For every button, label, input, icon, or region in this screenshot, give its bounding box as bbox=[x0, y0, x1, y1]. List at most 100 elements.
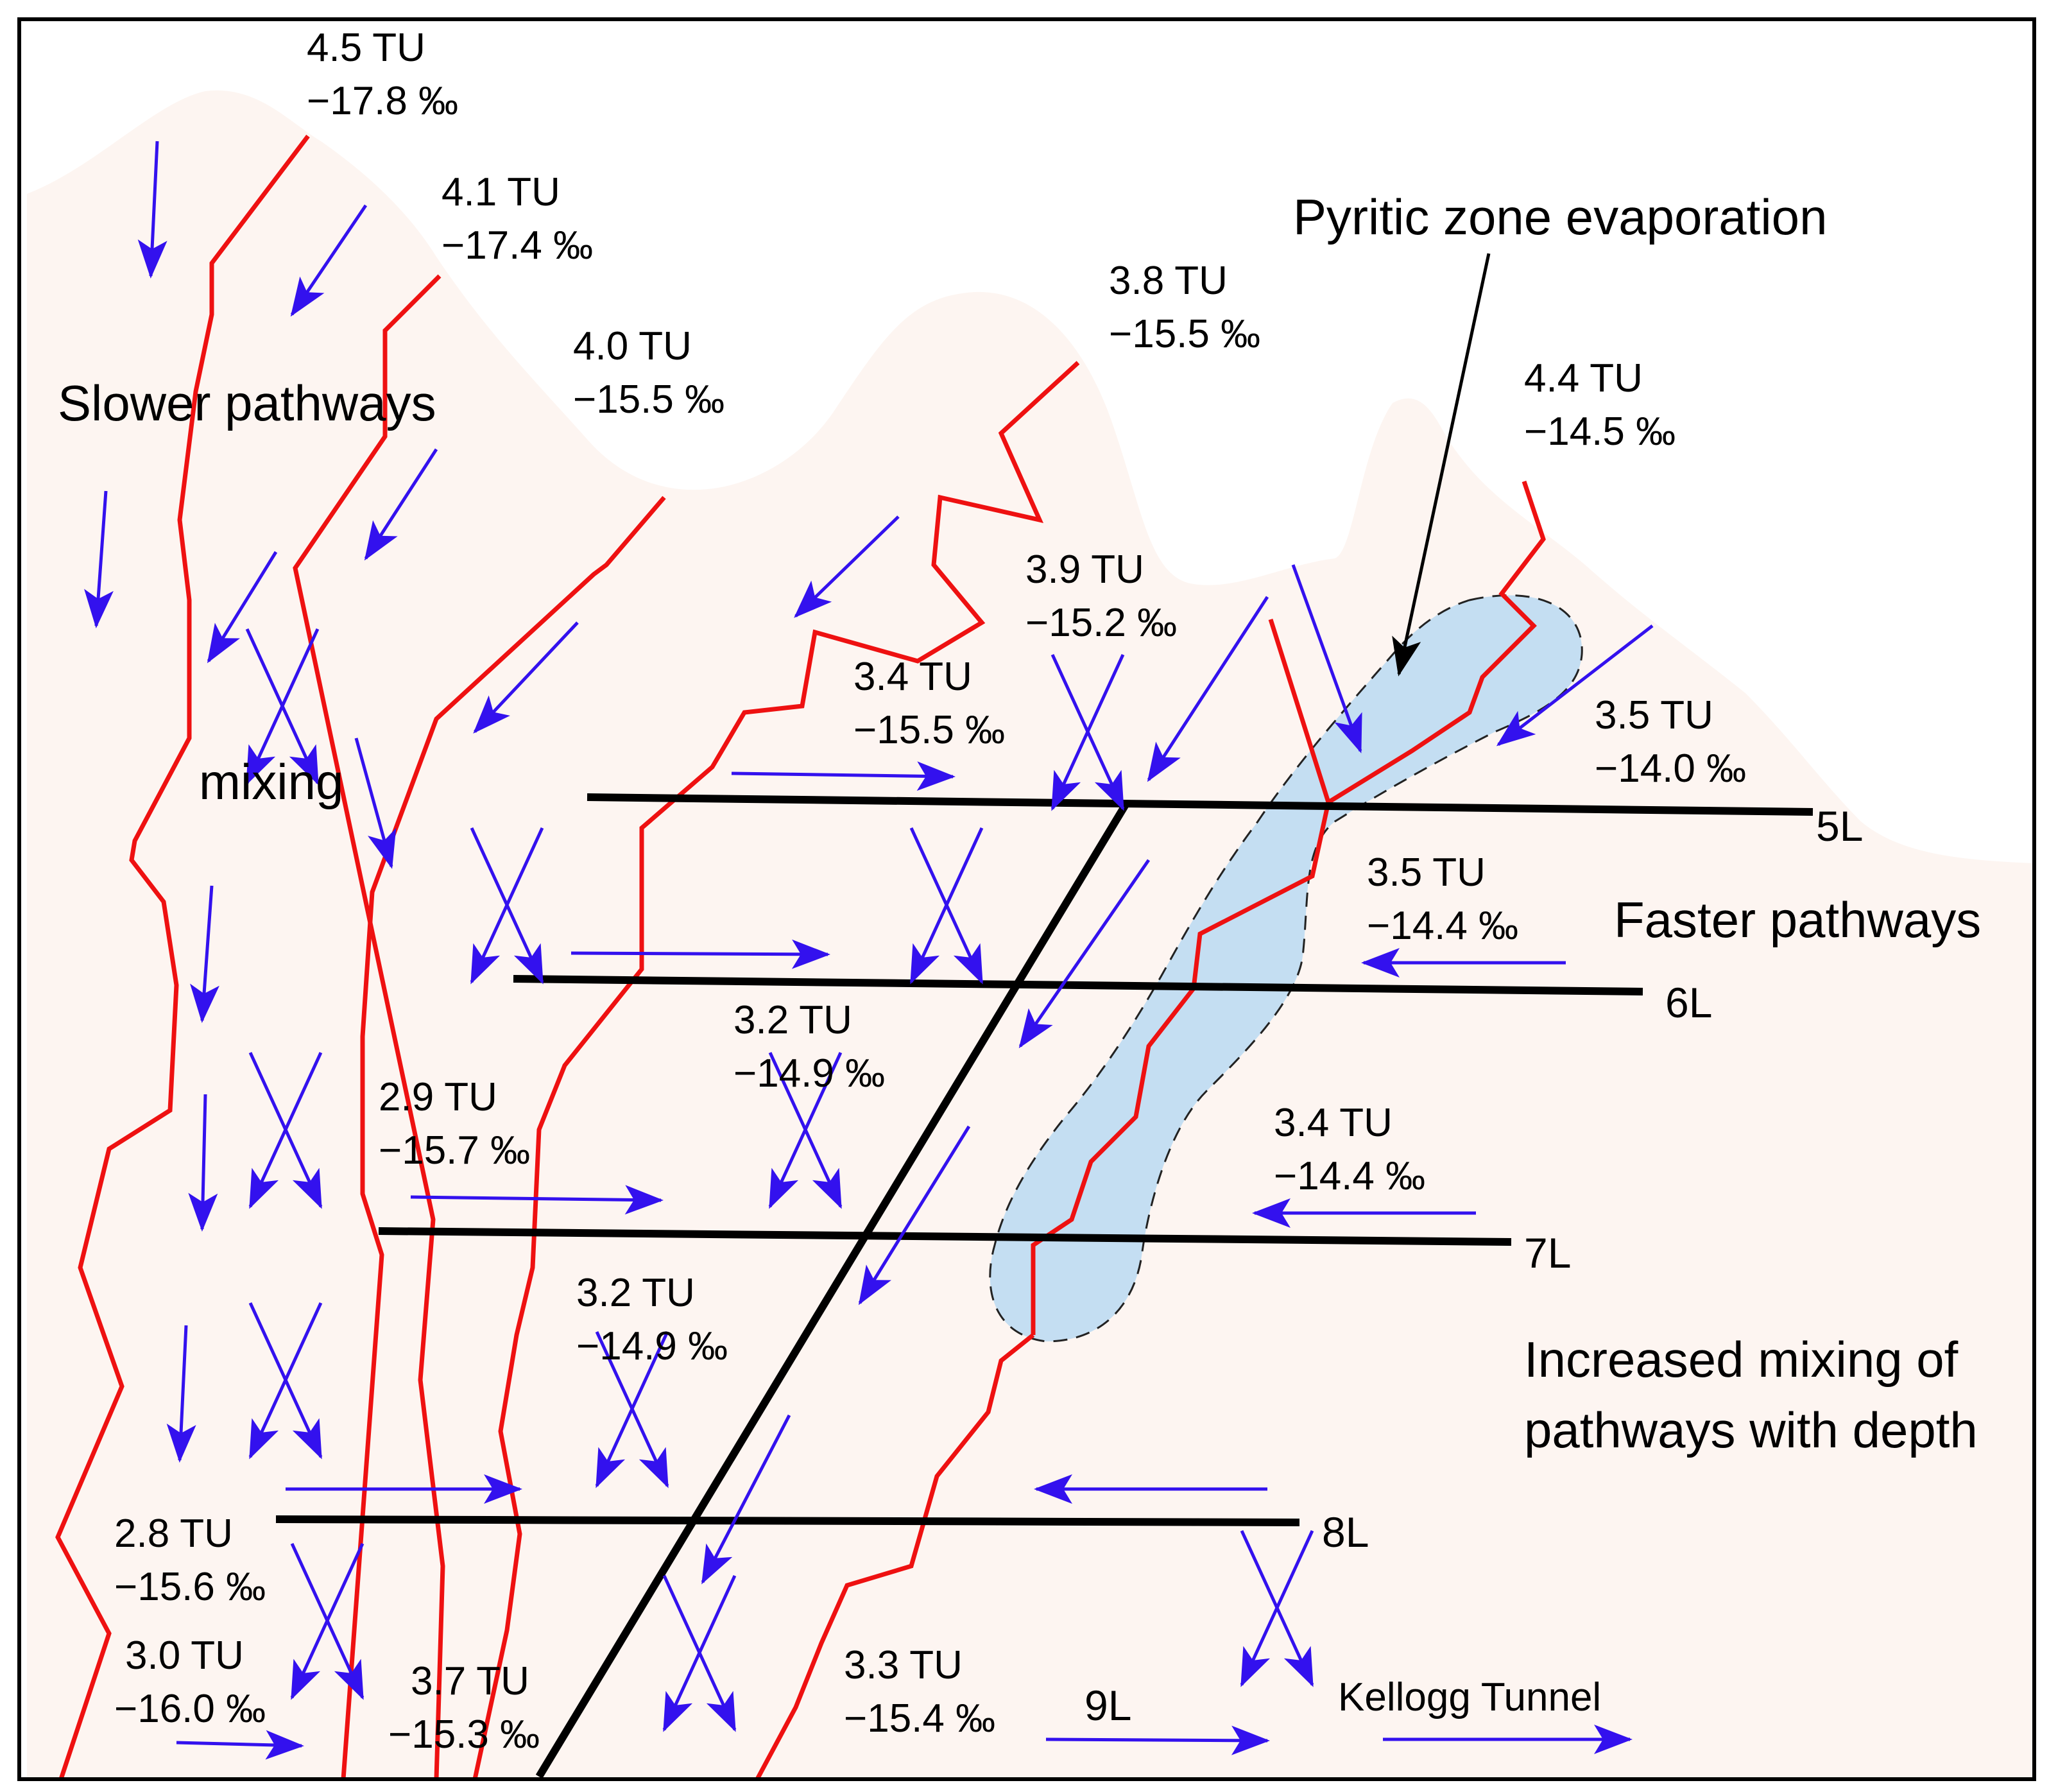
svg-text:−14.9 ‰: −14.9 ‰ bbox=[733, 1051, 885, 1096]
level-label-5L: 5L bbox=[1816, 802, 1863, 850]
flow-arrow bbox=[731, 761, 956, 791]
sample-2.8TU: 2.8 TU −15.6 ‰ bbox=[114, 1512, 266, 1609]
svg-text:3.4 TU: 3.4 TU bbox=[1274, 1101, 1393, 1145]
increased-mixing-label-line2: pathways with depth bbox=[1524, 1402, 1978, 1458]
flow-arrow bbox=[188, 1094, 218, 1232]
svg-text:−14.5 ‰: −14.5 ‰ bbox=[1524, 409, 1676, 454]
mixing-arrow bbox=[1240, 1529, 1314, 1687]
svg-text:−15.7 ‰: −15.7 ‰ bbox=[379, 1128, 530, 1173]
svg-text:3.3 TU: 3.3 TU bbox=[844, 1643, 963, 1687]
mixing-arrow-pairs bbox=[245, 628, 1314, 1732]
sample-3.5TU-lower: 3.5 TU−14.4 ‰ bbox=[1367, 850, 1518, 948]
svg-text:−15.5 ‰: −15.5 ‰ bbox=[853, 708, 1005, 752]
svg-text:−15.4 ‰: −15.4 ‰ bbox=[844, 1696, 995, 1741]
fractures bbox=[55, 134, 1546, 1780]
svg-text:4.1 TU: 4.1 TU bbox=[442, 170, 560, 214]
fracture-1 bbox=[55, 134, 310, 1780]
sample-3.2TU-upper: 3.2 TU −14.9 ‰ bbox=[733, 998, 885, 1096]
fracture-6 bbox=[1031, 618, 1331, 1335]
flow-arrow bbox=[1147, 596, 1269, 782]
svg-text:−15.2 ‰: −15.2 ‰ bbox=[1025, 601, 1177, 645]
svg-text:−15.5 ‰: −15.5 ‰ bbox=[573, 377, 724, 422]
mixing-arrow bbox=[248, 1302, 323, 1460]
fracture-5 bbox=[1327, 480, 1546, 804]
figure-frame bbox=[17, 17, 2036, 1781]
flow-arrow bbox=[858, 1125, 971, 1305]
sample-4.0TU: 4.0 TU −15.5 ‰ bbox=[573, 324, 724, 422]
mixing-arrow bbox=[248, 1051, 323, 1209]
mixing-arrow bbox=[290, 1542, 364, 1700]
rock-body bbox=[27, 90, 2034, 1780]
sample-4.1TU: 4.1 TU −17.4 ‰ bbox=[442, 170, 593, 268]
svg-text:3.8 TU: 3.8 TU bbox=[1109, 259, 1228, 303]
level-8L-line bbox=[275, 1515, 1300, 1526]
svg-text:2.8 TU: 2.8 TU bbox=[114, 1512, 233, 1556]
svg-text:3.4 TU: 3.4 TU bbox=[853, 655, 972, 699]
flow-arrow bbox=[84, 490, 114, 628]
mixing-label: mixing bbox=[199, 754, 343, 810]
flow-arrow bbox=[166, 1325, 196, 1463]
fracture-4 bbox=[472, 361, 1080, 1780]
flow-arrow bbox=[473, 621, 579, 734]
svg-text:3.5 TU: 3.5 TU bbox=[1595, 693, 1713, 737]
svg-text:−14.9 ‰: −14.9 ‰ bbox=[576, 1324, 728, 1368]
svg-text:−14.0 ‰: −14.0 ‰ bbox=[1595, 746, 1746, 791]
kellogg-tunnel-label: Kellogg Tunnel bbox=[1338, 1675, 1601, 1719]
sample-3.9TU: 3.9 TU −15.2 ‰ bbox=[1025, 547, 1177, 645]
flow-arrow bbox=[1291, 564, 1362, 754]
flow-arrow bbox=[137, 141, 167, 279]
svg-text:3.7 TU: 3.7 TU bbox=[411, 1659, 529, 1703]
sample-3.7TU: 3.7 TU −15.3 ‰ bbox=[388, 1659, 540, 1757]
fracture-7 bbox=[755, 1333, 1035, 1780]
flow-arrow bbox=[1045, 1725, 1270, 1755]
svg-text:−14.4 ‰: −14.4 ‰ bbox=[1274, 1154, 1425, 1198]
sample-2.9TU: 2.9 TU −15.7 ‰ bbox=[379, 1075, 530, 1173]
mixing-arrow bbox=[595, 1331, 669, 1488]
sample-3.0TU: 3.0 TU−16.0 ‰ bbox=[114, 1633, 266, 1731]
sample-4.4TU: 4.4 TU−14.5 ‰ bbox=[1524, 356, 1676, 454]
mixing-arrow bbox=[1050, 653, 1125, 811]
mixing-arrow bbox=[245, 628, 320, 786]
mixing-arrow bbox=[909, 827, 984, 985]
svg-text:3.2 TU: 3.2 TU bbox=[733, 998, 852, 1042]
flow-arrow bbox=[410, 1185, 664, 1215]
svg-text:2.9 TU: 2.9 TU bbox=[379, 1075, 497, 1119]
pyritic-zone bbox=[989, 594, 1583, 1343]
flow-arrow bbox=[1496, 625, 1654, 746]
flow-arrows bbox=[84, 141, 1654, 1760]
fracture-2 bbox=[293, 274, 445, 1780]
level-5L-line bbox=[587, 793, 1813, 816]
level-label-8L: 8L bbox=[1322, 1508, 1369, 1556]
sample-4.5TU: 4.5 TU−17.8 ‰ bbox=[307, 26, 458, 123]
svg-text:−15.3 ‰: −15.3 ‰ bbox=[388, 1712, 540, 1757]
flow-arrow bbox=[364, 448, 438, 561]
svg-text:3.5 TU: 3.5 TU bbox=[1367, 850, 1486, 895]
svg-text:−15.6 ‰: −15.6 ‰ bbox=[114, 1565, 266, 1609]
svg-text:−16.0 ‰: −16.0 ‰ bbox=[114, 1687, 266, 1731]
level-lines bbox=[275, 793, 1813, 1779]
svg-text:3.2 TU: 3.2 TU bbox=[576, 1271, 695, 1315]
pyritic-zone-pointer bbox=[1392, 253, 1491, 676]
svg-text:−17.4 ‰: −17.4 ‰ bbox=[442, 223, 593, 268]
sample-3.4TU-upper: 3.4 TU −15.5 ‰ bbox=[853, 655, 1005, 752]
flow-arrow bbox=[190, 885, 219, 1023]
flow-arrow bbox=[1018, 859, 1151, 1049]
flow-arrow bbox=[176, 1730, 304, 1760]
svg-text:4.5 TU: 4.5 TU bbox=[307, 26, 425, 70]
svg-text:4.0 TU: 4.0 TU bbox=[573, 324, 692, 368]
sample-3.8TU: 3.8 TU −15.5 ‰ bbox=[1109, 259, 1260, 356]
flow-arrow bbox=[794, 515, 900, 618]
flow-arrow bbox=[290, 204, 368, 317]
level-label-7L: 7L bbox=[1524, 1229, 1571, 1277]
mixing-arrow bbox=[470, 827, 544, 985]
svg-text:3.9 TU: 3.9 TU bbox=[1025, 547, 1144, 592]
level-6L-line bbox=[513, 975, 1643, 995]
flow-arrow bbox=[207, 551, 278, 664]
flow-arrow bbox=[570, 939, 830, 969]
svg-text:−15.5 ‰: −15.5 ‰ bbox=[1109, 312, 1260, 356]
level-label-6L: 6L bbox=[1665, 979, 1712, 1026]
sample-3.5TU-upper: 3.5 TU −14.0 ‰ bbox=[1595, 693, 1746, 791]
sample-3.3TU: 3.3 TU −15.4 ‰ bbox=[844, 1643, 995, 1741]
sample-3.2TU-lower: 3.2 TU −14.9 ‰ bbox=[576, 1271, 728, 1368]
